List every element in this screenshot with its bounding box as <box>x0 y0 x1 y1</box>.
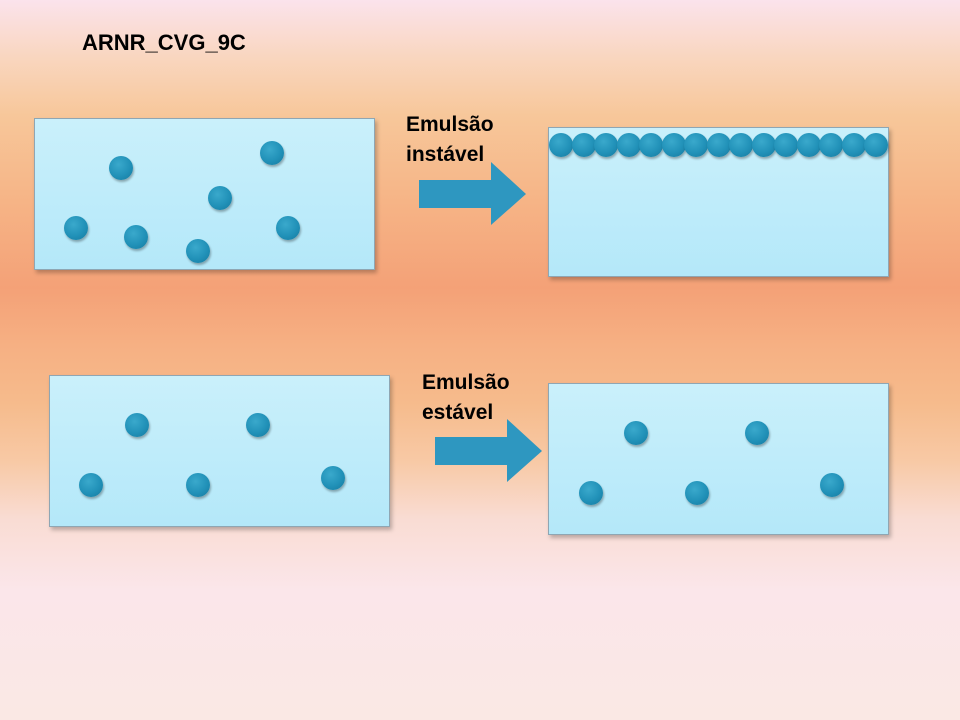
droplet <box>186 239 210 263</box>
stable-arrow-icon <box>435 419 542 482</box>
unstable-label-line1: Emulsão <box>406 113 494 136</box>
stable-label: Emulsão estável <box>422 368 510 428</box>
droplet <box>109 156 133 180</box>
droplet <box>745 421 769 445</box>
slide-title: ARNR_CVG_9C <box>82 30 246 55</box>
droplet <box>774 133 798 157</box>
droplet <box>79 473 103 497</box>
unstable-before-box <box>34 118 375 270</box>
stable-label-line1: Emulsão <box>422 371 510 394</box>
unstable-label-line2: instável <box>406 143 485 166</box>
droplet <box>616 133 641 157</box>
droplet <box>841 133 866 157</box>
stable-label-line2: estável <box>422 401 494 424</box>
stable-before-box <box>49 375 390 527</box>
stable-after-box <box>548 383 889 535</box>
unstable-arrow-icon <box>419 162 526 225</box>
droplet <box>260 141 284 165</box>
droplet <box>276 216 300 240</box>
droplet <box>864 133 888 157</box>
droplet <box>820 473 844 497</box>
droplet <box>125 413 149 437</box>
droplet <box>186 473 210 497</box>
droplet <box>124 225 148 249</box>
droplet <box>729 133 753 157</box>
droplet <box>624 421 648 445</box>
droplet <box>796 133 821 157</box>
unstable-label: Emulsão instável <box>406 110 494 170</box>
droplet <box>571 133 596 157</box>
droplet <box>246 413 270 437</box>
droplet <box>685 481 709 505</box>
droplet <box>208 186 232 210</box>
droplet <box>321 466 345 490</box>
droplet <box>594 133 618 157</box>
droplet <box>549 133 573 157</box>
droplet <box>706 133 731 157</box>
droplet <box>661 133 686 157</box>
droplet <box>751 133 776 157</box>
unstable-after-box <box>548 127 889 277</box>
droplet <box>64 216 88 240</box>
droplet <box>639 133 663 157</box>
droplet <box>819 133 843 157</box>
droplet <box>579 481 603 505</box>
droplet <box>684 133 708 157</box>
